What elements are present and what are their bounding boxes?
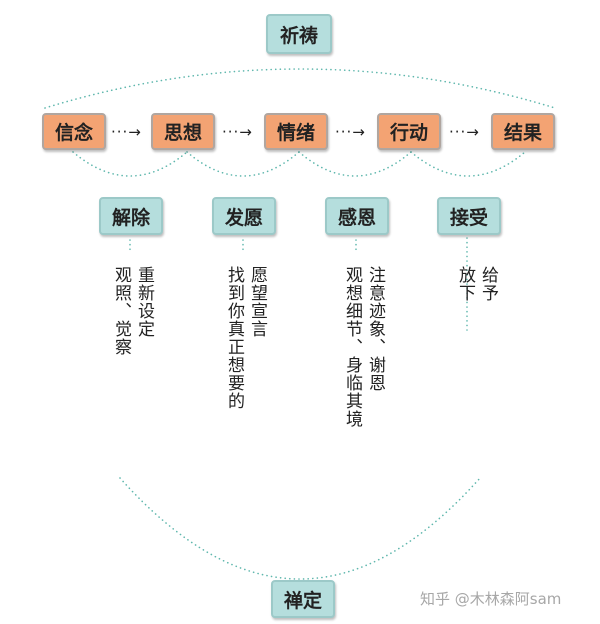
prayer-box: 祈祷 xyxy=(266,14,332,54)
step-result-label: 结果 xyxy=(503,122,542,144)
step-action-label: 行动 xyxy=(389,122,428,144)
action-vow: 发愿 xyxy=(212,197,276,235)
accept-line-2: 放下 xyxy=(455,266,475,302)
step-belief-label: 信念 xyxy=(54,122,93,144)
step-action: 行动 xyxy=(377,113,441,150)
action-gratitude-label: 感恩 xyxy=(337,206,376,229)
step-belief: 信念 xyxy=(42,113,106,150)
action-release: 解除 xyxy=(99,197,163,235)
watermark: 知乎 @木林森阿sam xyxy=(420,590,562,608)
scallop-3 xyxy=(298,151,412,177)
step-thought-label: 思想 xyxy=(163,122,202,144)
action-accept-label: 接受 xyxy=(449,206,488,229)
bottom-arc xyxy=(119,477,481,580)
action-gratitude: 感恩 xyxy=(325,197,389,235)
release-line-1: 重新设定 xyxy=(134,266,154,338)
action-vow-label: 发愿 xyxy=(224,206,263,229)
scallop-1 xyxy=(72,151,188,177)
gratitude-line-1: 注意迹象、谢恩 xyxy=(365,266,385,392)
top-arc xyxy=(44,68,556,109)
action-accept: 接受 xyxy=(437,197,501,235)
scallop-4 xyxy=(410,151,526,177)
arrow-icon: ···→ xyxy=(449,123,480,141)
action-release-label: 解除 xyxy=(111,206,150,229)
step-thought: 思想 xyxy=(151,113,215,150)
release-line-2: 观照、觉察 xyxy=(111,266,131,356)
step-emotion-label: 情绪 xyxy=(276,122,315,144)
meditation-box: 禅定 xyxy=(271,580,335,618)
gratitude-line-2: 观想细节、身临其境 xyxy=(342,266,362,428)
step-emotion: 情绪 xyxy=(264,113,328,150)
step-result: 结果 xyxy=(491,113,555,150)
arrow-icon: ···→ xyxy=(222,123,253,141)
vow-line-1: 愿望宣言 xyxy=(247,266,267,338)
arrow-icon: ···→ xyxy=(111,123,142,141)
arrow-icon: ···→ xyxy=(335,123,366,141)
scallop-2 xyxy=(186,151,300,177)
prayer-label: 祈祷 xyxy=(279,24,318,47)
vow-line-2: 找到你真正想要的 xyxy=(224,266,244,410)
meditation-label: 禅定 xyxy=(283,589,322,612)
accept-line-1: 给予 xyxy=(478,266,498,302)
